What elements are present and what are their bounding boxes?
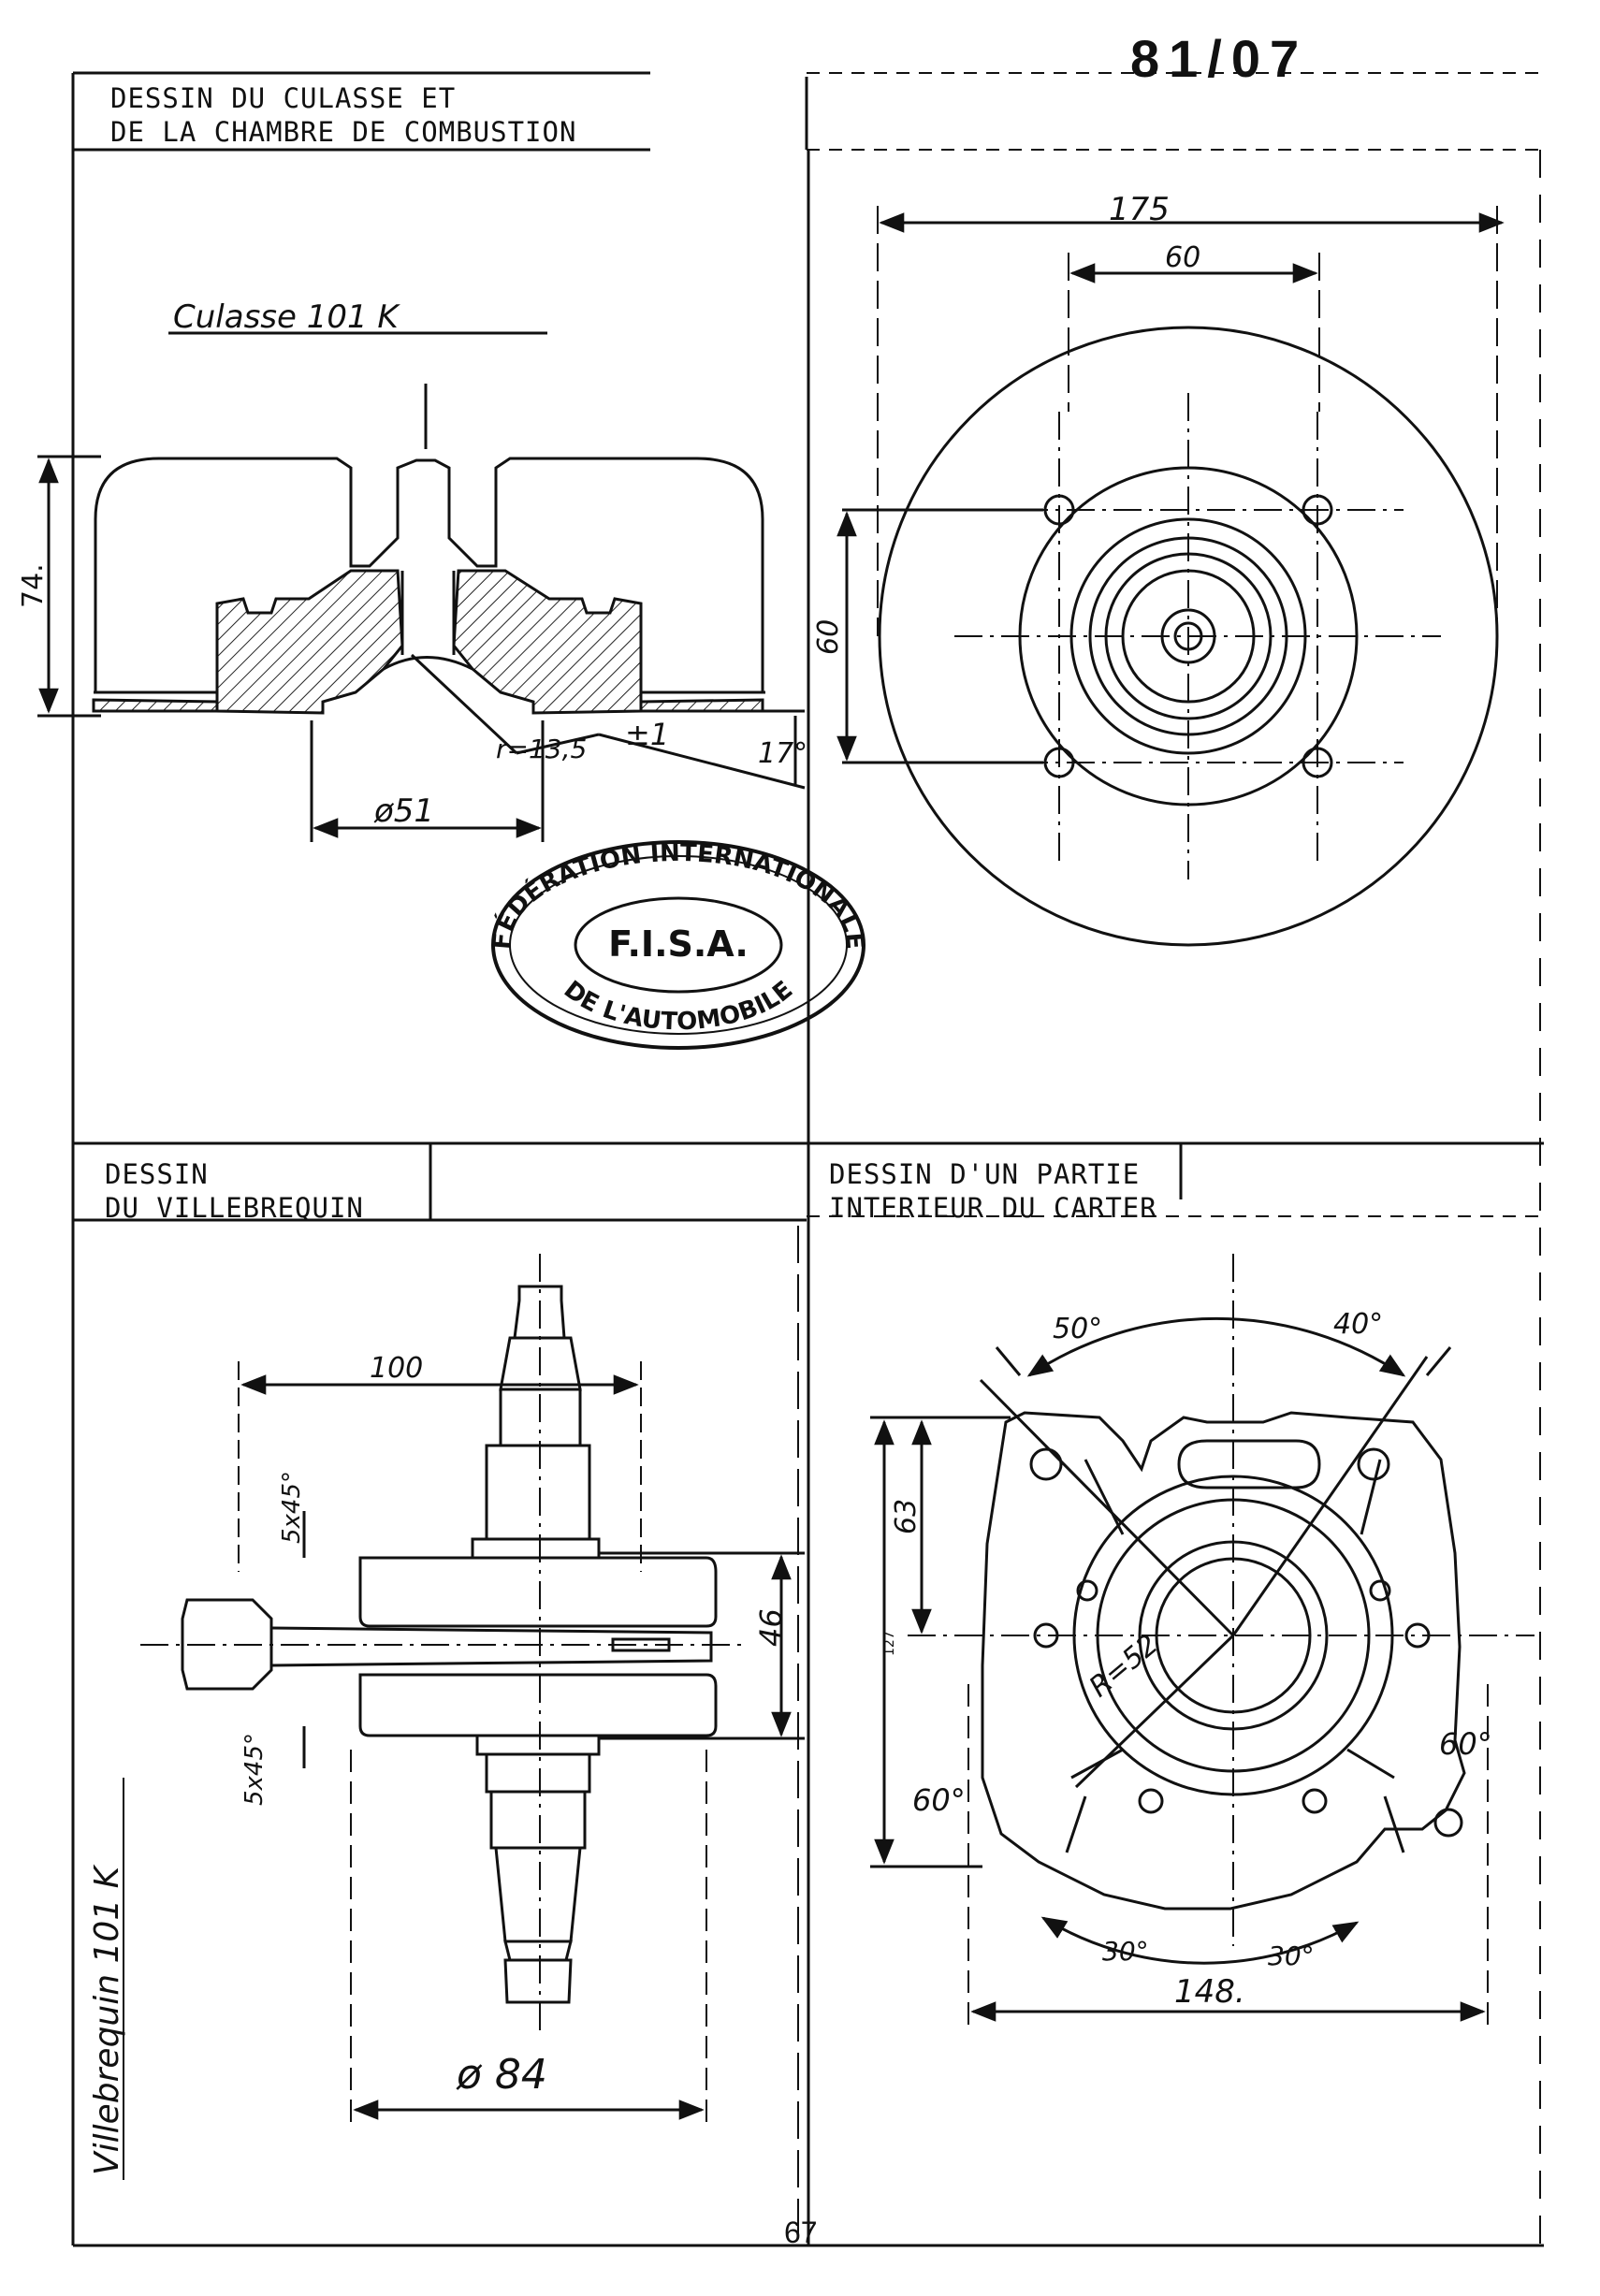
page-number: 67 [784,2216,818,2249]
crankcase-dim-radius: R=52 [1084,1628,1165,1704]
crankcase-dim-height: 63 [890,1499,923,1534]
cylinder-head-dim-height: 74. [17,563,50,608]
cylinder-head-section: Culasse 101 K 74. r=13,5 ±1 17° ø51 [17,298,807,842]
crankshaft-title-line2: DU VILLEBREQUIN [105,1192,364,1224]
cylinder-head-dim-tolerance: ±1 [625,717,669,752]
crankshaft-part-label: Villebrequin 101 K [88,1864,126,2175]
stamp-center-text: F.I.S.A. [608,923,749,965]
crankcase-dim-angle-30-right: 30° [1268,1940,1315,1971]
crankcase-dim-width: 148. [1174,1973,1245,2011]
cylinder-head-title-line2: DE LA CHAMBRE DE COMBUSTION [110,116,577,148]
crankcase-dim-angle-60-left: 60° [912,1782,966,1818]
crankshaft-dim-width: 46 [753,1608,789,1647]
crankshaft-dim-chamfer-top: 5x45° [278,1471,306,1544]
crankshaft-drawing: 100 5x45° 5x45° 46 ø 84 Villebrequin 101… [88,1254,805,2180]
crankcase-dim-total: 127 [882,1631,897,1656]
crankcase-dim-angle-left: 50° [1053,1313,1102,1345]
crankcase-title-line1: DESSIN D'UN PARTIE [829,1158,1141,1190]
crankcase-dim-angle-30-left: 30° [1102,1936,1149,1967]
cylinder-head-dim-diameter: ø51 [373,792,434,830]
crankshaft-dim-length: 100 [370,1352,423,1385]
crankshaft-dim-chamfer-bottom: 5x45° [240,1733,269,1806]
crankcase-dim-angle-60-right: 60° [1439,1726,1492,1762]
crankcase-drawing: 50° 40° 63 127 R=52 60° 60° 30° 30° 148. [870,1254,1535,2030]
cylinder-head-part-label: Culasse 101 K [173,298,400,336]
cylinder-head-top-view: 175 60 60 [812,191,1505,947]
crankshaft-title-line1: DESSIN [105,1158,209,1190]
document-number: 81/07 [1130,29,1309,88]
svg-text:DE L'AUTOMOBILE: DE L'AUTOMOBILE [559,976,798,1037]
page-frame [71,71,1544,2247]
stamp-bottom-text: DE L'AUTOMOBILE [559,976,798,1037]
crankshaft-dim-diameter: ø 84 [456,2051,547,2099]
crankcase-dim-angle-right: 40° [1333,1308,1383,1341]
cylinder-head-dim-bolt-spacing-v: 60 [812,619,845,655]
crankcase-title-line2: INTERIEUR DU CARTER [829,1192,1157,1224]
cylinder-head-dim-outer: 175 [1109,191,1170,228]
cylinder-head-title-line1: DESSIN DU CULASSE ET [110,82,457,114]
fisa-stamp: FÉDÉRATION INTERNATIONALE F.I.S.A. DE L'… [488,839,868,1050]
cylinder-head-dim-bolt-spacing: 60 [1165,241,1200,274]
cylinder-head-dim-angle: 17° [758,737,807,770]
